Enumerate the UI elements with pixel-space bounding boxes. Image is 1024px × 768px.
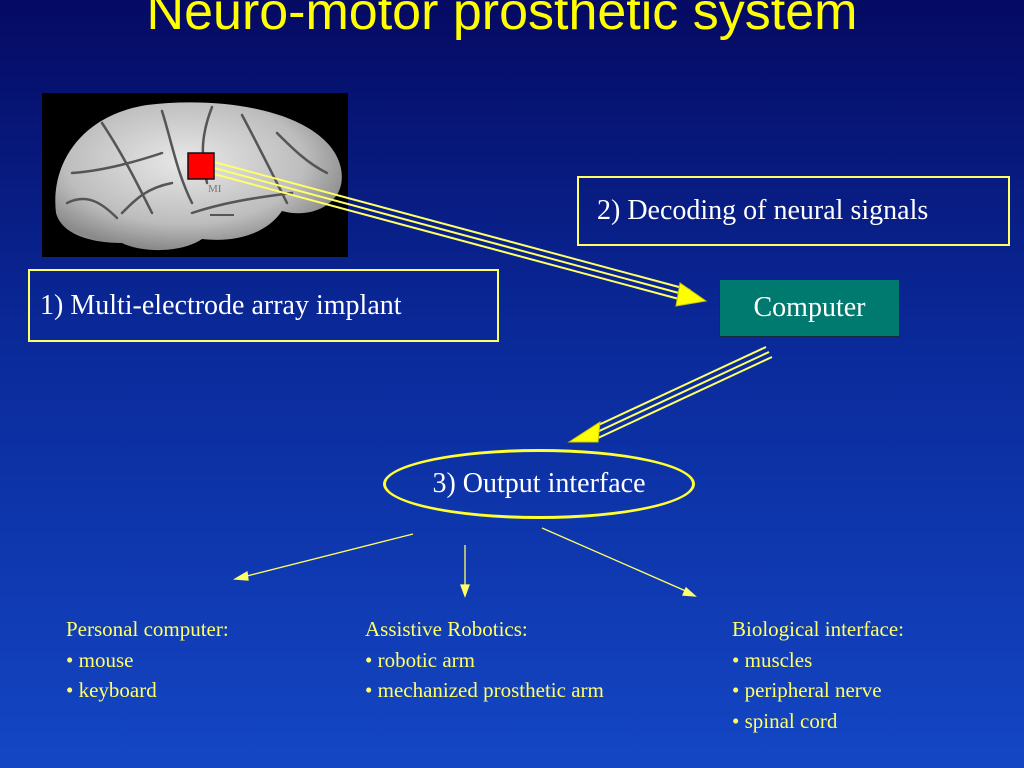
output-item: muscles bbox=[732, 645, 904, 676]
computer-label: Computer bbox=[753, 292, 866, 323]
output-heading: Personal computer: bbox=[66, 617, 229, 641]
brain-area-label: MI bbox=[208, 183, 222, 195]
decoding-box: 2) Decoding of neural signals bbox=[577, 176, 1010, 246]
output-personal-computer: Personal computer: mouse keyboard bbox=[66, 614, 229, 706]
output-interface-label: 3) Output interface bbox=[432, 468, 646, 499]
output-item: keyboard bbox=[66, 675, 229, 706]
output-item: mouse bbox=[66, 645, 229, 676]
output-item: spinal cord bbox=[732, 706, 904, 737]
computer-box: Computer bbox=[719, 279, 900, 337]
decoding-label: 2) Decoding of neural signals bbox=[597, 195, 929, 226]
implant-label: 1) Multi-electrode array implant bbox=[40, 289, 402, 321]
implant-box: 1) Multi-electrode array implant bbox=[28, 269, 499, 342]
output-heading: Assistive Robotics: bbox=[365, 617, 528, 641]
output-biological-interface: Biological interface: muscles peripheral… bbox=[732, 614, 904, 736]
slide-title: Neuro-motor prosthetic system bbox=[146, 0, 858, 41]
electrode-array-icon bbox=[187, 152, 215, 180]
output-cable bbox=[591, 346, 773, 439]
arrow-to-pc bbox=[242, 533, 414, 578]
output-item: robotic arm bbox=[365, 645, 604, 676]
arrow-head-robotics bbox=[460, 584, 470, 598]
output-item: peripheral nerve bbox=[732, 675, 904, 706]
output-assistive-robotics: Assistive Robotics: robotic arm mechaniz… bbox=[365, 614, 604, 706]
arrow-head-bio bbox=[682, 586, 697, 597]
arrow-to-computer bbox=[675, 282, 708, 307]
arrow-to-output bbox=[567, 421, 601, 443]
output-interface-oval: 3) Output interface bbox=[383, 449, 695, 519]
arrow-to-bio bbox=[541, 527, 689, 593]
output-heading: Biological interface: bbox=[732, 617, 905, 641]
arrow-head-pc bbox=[232, 570, 249, 581]
output-item: mechanized prosthetic arm bbox=[365, 675, 604, 706]
signal-cable bbox=[213, 161, 691, 303]
